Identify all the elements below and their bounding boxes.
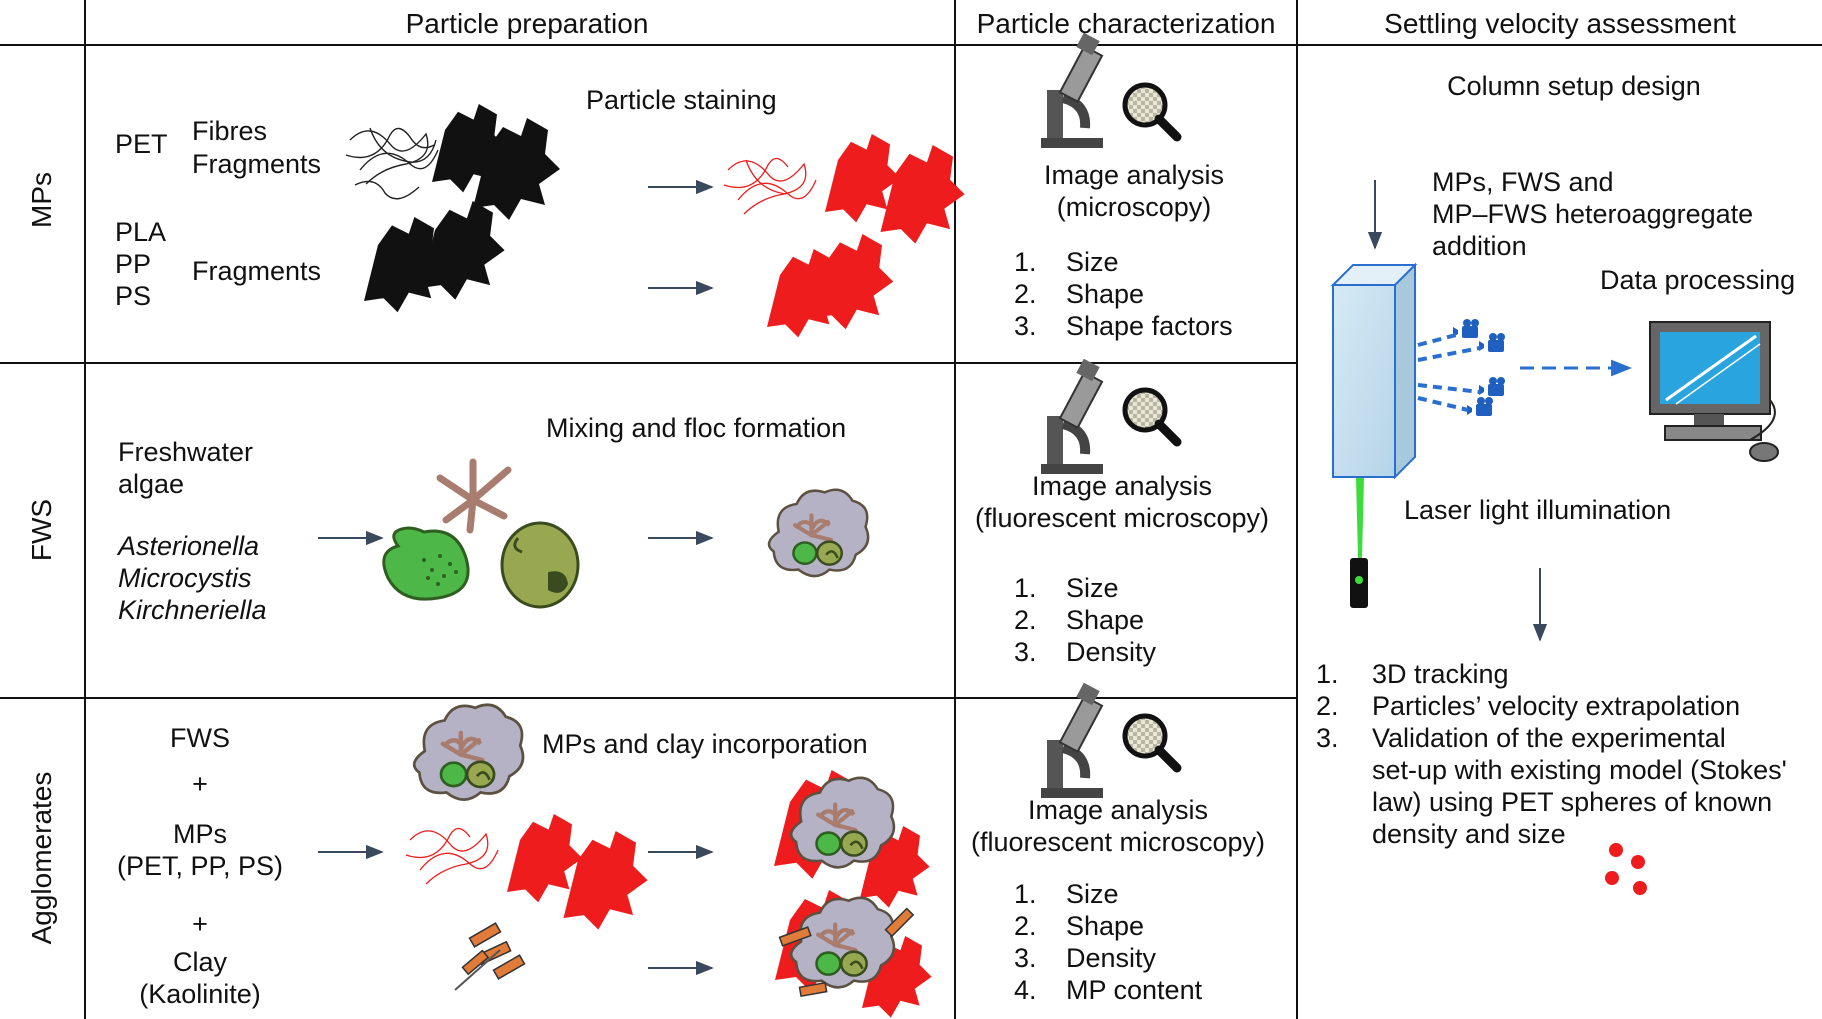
microscope-icon-fws — [1041, 359, 1103, 474]
label-fibres: Fibres — [192, 116, 268, 146]
fragments-red-agg — [507, 814, 648, 930]
species-asterionella: Asterionella — [118, 531, 260, 561]
agglomerate-icon-1 — [774, 770, 930, 908]
label-pet: PET — [115, 129, 168, 159]
label-freshwater: Freshwater — [118, 437, 254, 467]
header-particle-characterization: Particle characterization — [976, 8, 1276, 39]
fragments-black-1 — [432, 104, 560, 220]
label-pp: PP — [115, 249, 152, 279]
fibres-black — [345, 127, 439, 200]
agg-list-item-2: 2.Shape — [1014, 911, 1145, 941]
settling-list-item-1: 1.3D tracking — [1316, 659, 1509, 689]
laser-icon — [1350, 478, 1368, 608]
fws-analysis-method: (fluorescent microscopy) — [974, 503, 1270, 533]
agg-label-kaolinite: (Kaolinite) — [139, 979, 261, 1009]
agg-label-clay: Clay — [172, 947, 228, 977]
mps-analysis-title: Image analysis — [1043, 160, 1225, 190]
computer-icon — [1649, 321, 1779, 462]
fibres-red-agg — [405, 827, 499, 885]
settling-list-item-3-line-3: law) using PET spheres of known — [1372, 787, 1773, 817]
species-microcystis: Microcystis — [118, 563, 252, 593]
agglomerate-icon-2 — [775, 890, 932, 1018]
agg-list-item-1: 1.Size — [1014, 879, 1119, 909]
camera-icons — [1453, 319, 1505, 416]
fws-analysis-title: Image analysis — [1031, 471, 1213, 501]
agg-list-item-4: 4.MP content — [1014, 975, 1203, 1005]
agg-label-mps: MPs — [173, 819, 227, 849]
label-addition-2: MP–FWS heteroaggregate — [1432, 199, 1754, 229]
microcystis-icon — [382, 526, 470, 601]
label-fragments-1: Fragments — [192, 149, 322, 179]
fragments-black-2 — [364, 201, 505, 313]
label-mixing: Mixing and floc formation — [546, 413, 847, 443]
microscope-icon-agg — [1041, 683, 1103, 798]
mps-list-item-1: 1.Size — [1014, 247, 1119, 277]
species-kirchneriella: Kirchneriella — [118, 595, 267, 625]
label-laser: Laser light illumination — [1404, 495, 1672, 525]
kirchneriella-icon — [500, 521, 580, 609]
settling-list-item-3: 3.Validation of the experimental — [1316, 723, 1726, 753]
floc-icon — [769, 490, 868, 576]
label-mps-clay-incorporation: MPs and clay incorporation — [542, 729, 868, 759]
label-pla: PLA — [115, 217, 167, 247]
label-algae: algae — [118, 469, 185, 499]
fws-list-item-1: 1.Size — [1014, 573, 1119, 603]
agg-analysis-method: (fluorescent microscopy) — [970, 827, 1266, 857]
fws-list-item-3: 3.Density — [1014, 637, 1157, 667]
microscope-icon — [1041, 33, 1103, 148]
header-particle-preparation: Particle preparation — [405, 8, 649, 39]
label-addition-1: MPs, FWS and — [1432, 167, 1614, 197]
magnifier-icon-agg — [1125, 716, 1177, 768]
label-ps: PS — [115, 281, 152, 311]
camera-rays — [1417, 333, 1481, 412]
settling-list-item-2: 2.Particles’ velocity extrapolation — [1316, 691, 1741, 721]
label-addition-3: addition — [1432, 231, 1527, 261]
fws-list-item-2: 2.Shape — [1014, 605, 1145, 635]
row-label-agglomerates: Agglomerates — [26, 771, 57, 945]
label-data-processing: Data processing — [1600, 265, 1796, 295]
mps-list-item-3: 3.Shape factors — [1014, 311, 1233, 341]
label-column-setup: Column setup design — [1447, 71, 1701, 101]
agg-label-fws: FWS — [170, 723, 230, 753]
magnifier-icon — [1125, 85, 1177, 137]
settling-list-item-3-line-2: set-up with existing model (Stokes' — [1372, 755, 1787, 785]
mps-list-item-2: 2.Shape — [1014, 279, 1145, 309]
settling-list-item-3-line-4: density and size — [1372, 819, 1566, 849]
magnifier-icon-fws — [1125, 390, 1177, 442]
fragments-red-1 — [825, 134, 965, 244]
header-settling-velocity: Settling velocity assessment — [1384, 8, 1736, 39]
agg-list-item-3: 3.Density — [1014, 943, 1157, 973]
asterionella-icon — [436, 458, 512, 534]
pet-spheres — [1605, 843, 1647, 895]
floc-icon-agg — [414, 705, 523, 800]
agg-label-mps-types: (PET, PP, PS) — [116, 851, 284, 881]
mps-analysis-method: (microscopy) — [1056, 192, 1212, 222]
agg-plus-1: + — [192, 769, 208, 799]
agg-plus-2: + — [192, 909, 208, 939]
column-icon — [1330, 262, 1418, 480]
fragments-red-2 — [767, 234, 894, 338]
row-label-fws: FWS — [26, 498, 57, 562]
row-label-mps: MPs — [26, 172, 57, 228]
label-fragments-2: Fragments — [192, 256, 322, 286]
agg-analysis-title: Image analysis — [1027, 795, 1209, 825]
label-particle-staining: Particle staining — [586, 85, 777, 115]
clay-icon — [454, 922, 526, 991]
fibres-red — [723, 157, 817, 215]
